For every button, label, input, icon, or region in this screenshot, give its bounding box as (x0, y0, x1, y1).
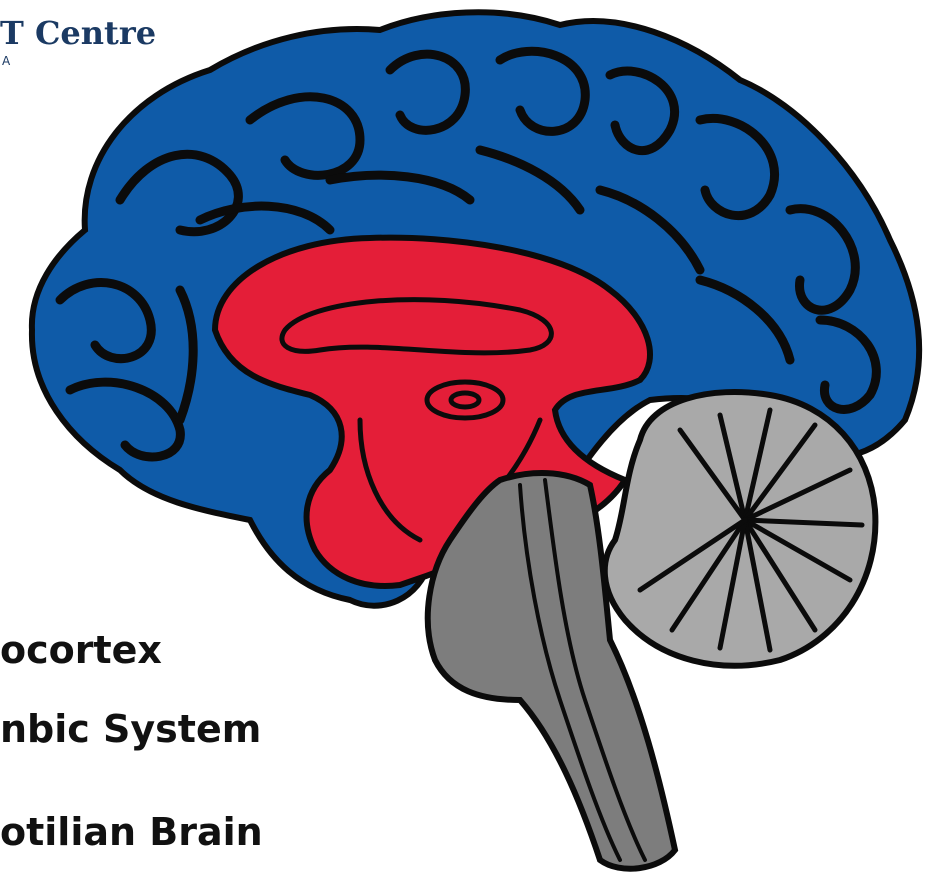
legend-limbic-system: nbic System (0, 707, 261, 751)
legend-reptilian-brain: otilian Brain (0, 810, 263, 854)
legend-neocortex: ocortex (0, 628, 162, 672)
